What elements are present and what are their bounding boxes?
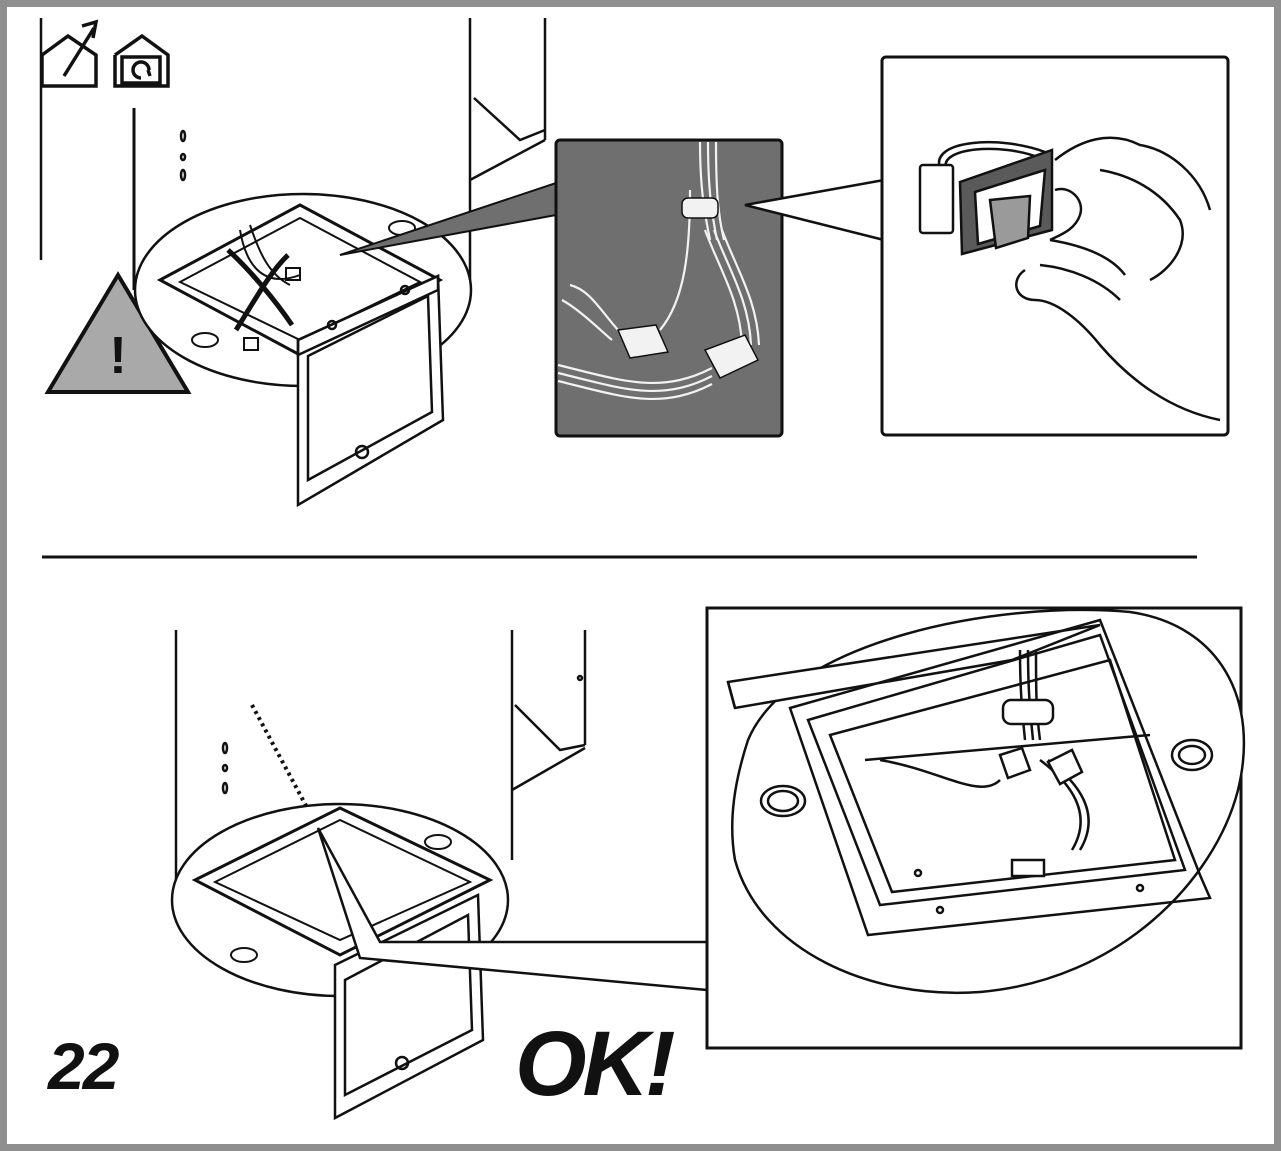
hood-chimney-top xyxy=(39,18,547,285)
ok-label: OK! xyxy=(515,1013,676,1115)
hood-chimney-bottom xyxy=(174,630,587,890)
recirculation-icon xyxy=(113,33,170,88)
bottom-base-plate xyxy=(191,806,494,963)
hand-detail-box xyxy=(880,55,1230,437)
top-base-plate xyxy=(156,203,444,357)
dotted-guide-line xyxy=(250,704,320,829)
connector-detail-box xyxy=(554,138,784,438)
step-number: 22 xyxy=(48,1029,119,1103)
installed-panel-detail-box xyxy=(705,606,1246,1050)
top-access-panel xyxy=(296,274,445,508)
ducted-exhaust-icon xyxy=(40,19,99,88)
